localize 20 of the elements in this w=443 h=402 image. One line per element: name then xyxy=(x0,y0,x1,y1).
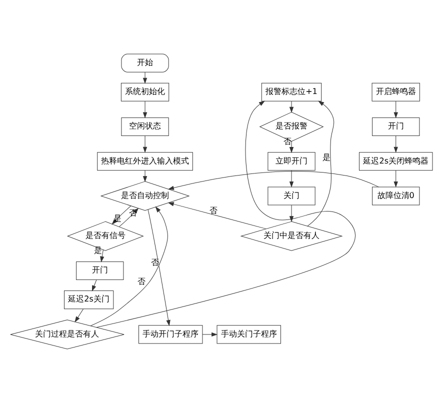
arrow xyxy=(290,140,294,152)
arrow xyxy=(143,135,148,152)
arrow xyxy=(394,135,398,152)
arrow xyxy=(143,170,148,182)
arrow xyxy=(290,170,294,186)
arrow xyxy=(168,170,379,190)
arrow xyxy=(74,308,84,322)
arrow xyxy=(290,204,294,222)
arrow xyxy=(100,249,104,262)
arrow xyxy=(394,170,398,186)
arrow xyxy=(394,100,398,118)
arrow xyxy=(143,100,148,118)
arrow xyxy=(168,202,266,229)
arrow xyxy=(143,71,148,83)
arrow xyxy=(290,100,294,112)
arrow xyxy=(148,208,170,326)
arrow xyxy=(96,100,356,328)
arrow xyxy=(92,279,97,291)
arrow xyxy=(202,332,218,336)
arrow xyxy=(307,100,334,226)
